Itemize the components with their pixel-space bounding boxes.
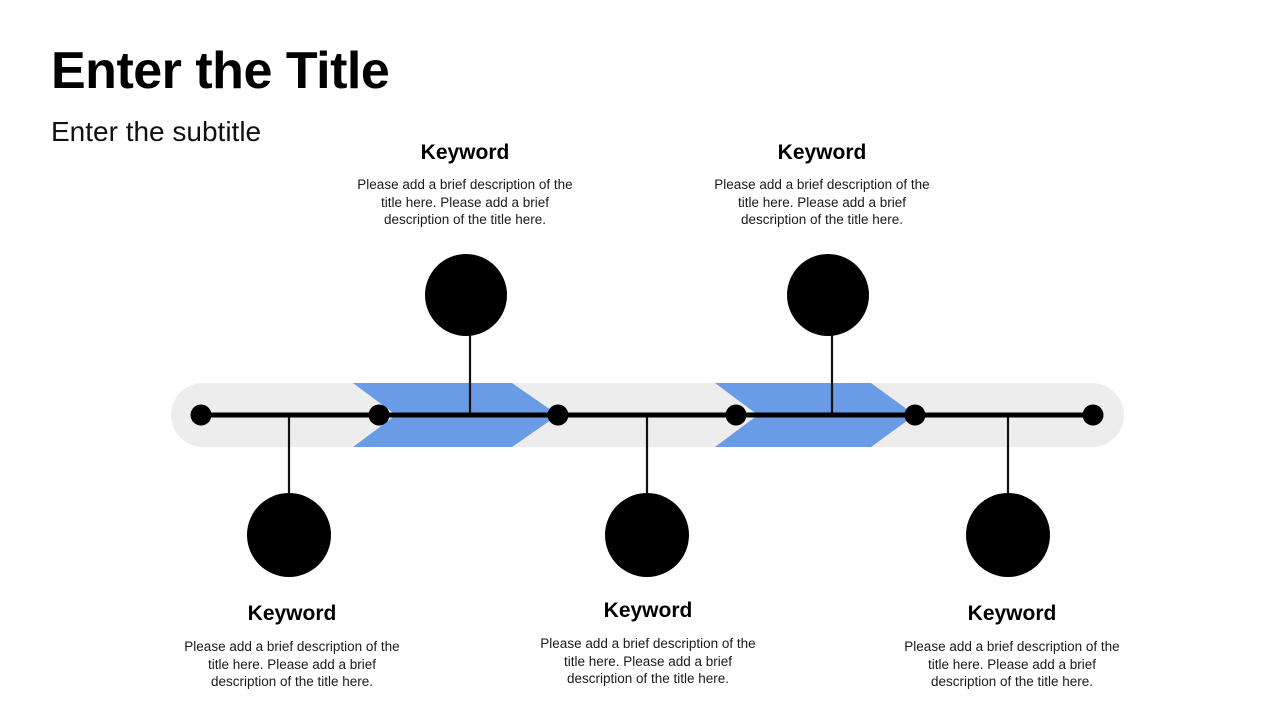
timeline-item-2-text: Keyword Please add a brief description o… bbox=[350, 140, 580, 229]
timeline-item-1-text: Keyword Please add a brief description o… bbox=[177, 601, 407, 691]
page-subtitle: Enter the subtitle bbox=[51, 116, 262, 147]
timeline-item-1-description: Please add a brief description of the ti… bbox=[184, 639, 400, 690]
timeline-item-2-keyword: Keyword bbox=[420, 141, 510, 164]
timeline-item-3-text: Keyword Please add a brief description o… bbox=[533, 598, 763, 688]
page-title: Enter the Title bbox=[51, 42, 390, 100]
timeline-item-4-keyword: Keyword bbox=[777, 141, 867, 164]
timeline-item-5-keyword: Keyword bbox=[967, 602, 1057, 625]
node-circle-top-1[interactable] bbox=[425, 254, 507, 336]
timeline-marker-1[interactable] bbox=[190, 404, 212, 426]
timeline-item-5-text: Keyword Please add a brief description o… bbox=[897, 601, 1127, 691]
timeline-marker-4[interactable] bbox=[725, 404, 747, 426]
node-circle-bottom-2[interactable] bbox=[605, 493, 689, 577]
timeline-item-3-keyword: Keyword bbox=[603, 599, 693, 622]
timeline-item-4-text: Keyword Please add a brief description o… bbox=[707, 140, 937, 229]
timeline-item-3-description: Please add a brief description of the ti… bbox=[540, 636, 756, 687]
timeline-marker-3[interactable] bbox=[547, 404, 569, 426]
timeline-marker-5[interactable] bbox=[904, 404, 926, 426]
timeline-item-2-description: Please add a brief description of the ti… bbox=[357, 177, 573, 228]
node-circle-bottom-3[interactable] bbox=[966, 493, 1050, 577]
node-circle-top-2[interactable] bbox=[787, 254, 869, 336]
timeline-item-4-description: Please add a brief description of the ti… bbox=[714, 177, 930, 228]
timeline-item-5-description: Please add a brief description of the ti… bbox=[904, 639, 1120, 690]
timeline-item-1-keyword: Keyword bbox=[247, 602, 337, 625]
timeline-marker-2[interactable] bbox=[368, 404, 390, 426]
node-circle-bottom-1[interactable] bbox=[247, 493, 331, 577]
timeline-marker-6[interactable] bbox=[1082, 404, 1104, 426]
